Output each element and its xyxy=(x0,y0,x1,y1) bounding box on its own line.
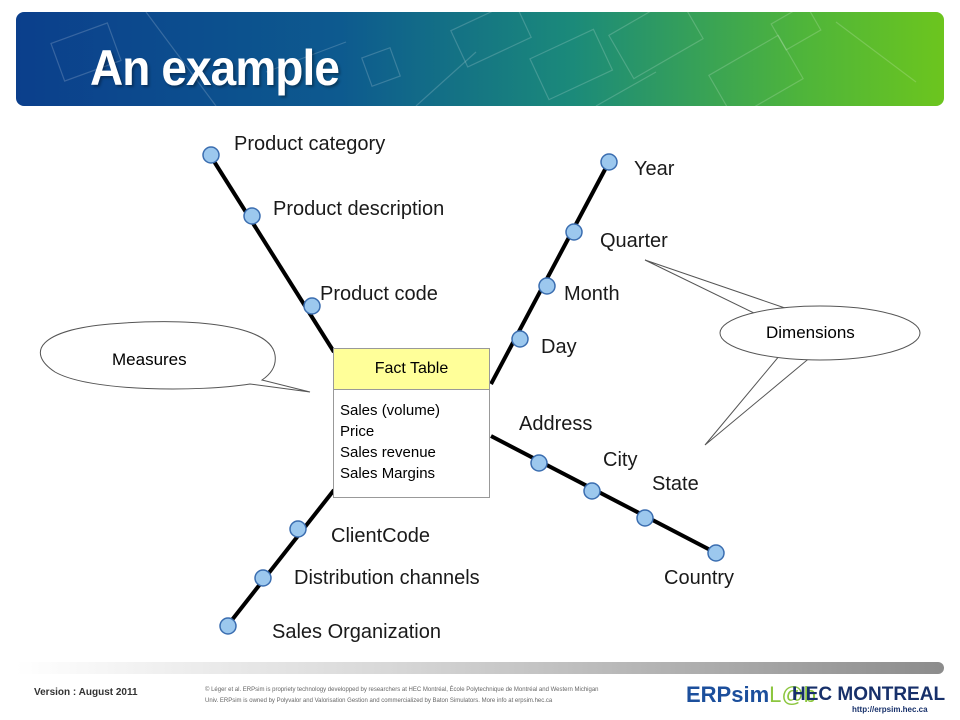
dimensions-pointer-upper xyxy=(644,259,787,317)
hec-montreal-logo: HEC MONTREAL xyxy=(792,684,946,705)
measures-callout-text: Measures xyxy=(112,350,187,369)
label-quarter: Quarter xyxy=(600,230,668,252)
label-state: State xyxy=(652,473,699,495)
label-country: Country xyxy=(664,567,735,589)
dimensions-callout-text: Dimensions xyxy=(766,323,855,342)
erpsim-logo-lab: L@b xyxy=(769,682,816,707)
node-distribution-channels xyxy=(254,569,272,587)
node-quarter xyxy=(565,223,583,241)
label-city: City xyxy=(603,449,638,471)
label-year: Year xyxy=(634,158,675,180)
erpsim-lab-logo: ERPsimL@b xyxy=(686,682,816,708)
hec-url: http://erpsim.hec.ca xyxy=(852,705,928,714)
geography-branch-line xyxy=(490,434,717,555)
label-product-description: Product description xyxy=(273,198,445,220)
node-year xyxy=(600,153,618,171)
fact-table-measures: Sales (volume) Price Sales revenue Sales… xyxy=(333,390,490,498)
label-client-code: ClientCode xyxy=(331,525,430,547)
measures-callout-bubble xyxy=(39,321,311,393)
label-product-code: Product code xyxy=(320,283,438,305)
node-day xyxy=(511,330,529,348)
label-sales-organization: Sales Organization xyxy=(272,621,441,643)
node-client-code xyxy=(289,520,307,538)
measure-sales-margins: Sales Margins xyxy=(340,465,436,482)
time-branch-line xyxy=(489,161,611,385)
node-country-upper xyxy=(636,509,654,527)
node-sales-organization xyxy=(219,617,237,635)
label-product-category: Product category xyxy=(234,133,386,155)
copyright-notice: © Léger et al. ERPsim is propriety techn… xyxy=(205,685,675,707)
measure-sales-revenue: Sales revenue xyxy=(340,444,436,461)
slide-title: An example xyxy=(90,40,340,96)
title-banner: An example xyxy=(16,12,944,106)
node-state xyxy=(583,482,601,500)
version-label: Version : August 2011 xyxy=(34,687,138,698)
erpsim-logo-text: ERPsim xyxy=(686,682,770,707)
label-day: Day xyxy=(541,336,577,358)
measure-sales-volume: Sales (volume) xyxy=(340,402,441,419)
product-branch-line xyxy=(208,153,336,354)
node-city xyxy=(530,454,548,472)
dimensions-callout-ellipse xyxy=(719,305,921,361)
node-product-code xyxy=(303,297,321,315)
copyright-line-2: Univ. ERPsim is owned by Polyvalor and V… xyxy=(205,698,553,704)
label-month: Month xyxy=(564,283,620,305)
footer-bar xyxy=(16,662,944,674)
copyright-line-1: © Léger et al. ERPsim is propriety techn… xyxy=(205,687,599,693)
banner-flowchart-pattern xyxy=(50,12,917,106)
dimensions-pointer-lower xyxy=(704,354,814,446)
node-product-description xyxy=(243,207,261,225)
measure-price: Price xyxy=(340,423,375,440)
label-address: Address xyxy=(519,413,593,435)
node-product-category xyxy=(202,146,220,164)
node-country xyxy=(707,544,725,562)
fact-table-header: Fact Table xyxy=(333,348,490,390)
sales-branch-line xyxy=(226,488,336,627)
node-month xyxy=(538,277,556,295)
label-distribution-channels: Distribution channels xyxy=(294,567,480,589)
